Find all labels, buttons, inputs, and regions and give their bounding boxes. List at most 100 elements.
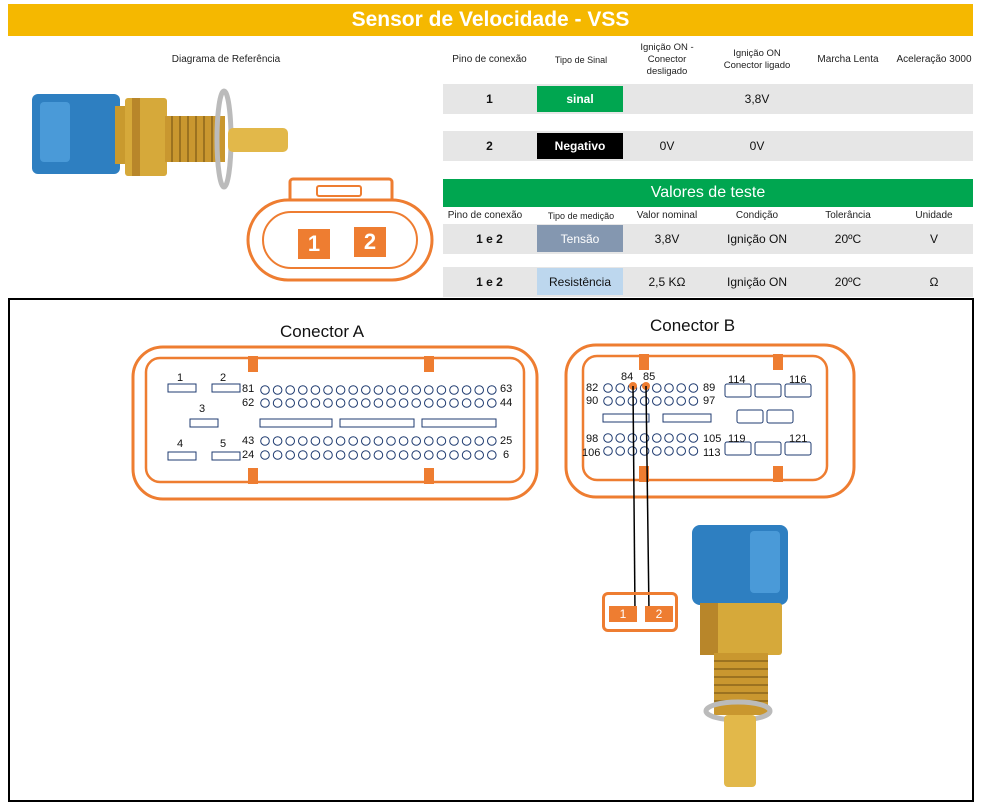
pinout-frame — [8, 298, 974, 802]
connector-a-pin-hole — [310, 436, 321, 446]
connector-a-pin-hole — [386, 450, 396, 460]
test1-cond: Ignição ON — [726, 232, 788, 246]
connector-b-pin-hole — [615, 446, 626, 456]
connector-b-pin-hole — [639, 446, 650, 456]
connector-a-pin-hole — [487, 398, 497, 408]
connector-a-pin-hole — [461, 385, 472, 395]
connector-b-pin-hole — [664, 433, 674, 443]
connector-a-pin-hole — [361, 398, 371, 408]
connector-b-pin-hole — [652, 383, 662, 393]
connector-a-pin-hole — [272, 385, 283, 395]
connector-a-pin-hole — [424, 385, 434, 395]
conn-a-num-63: 63 — [500, 383, 513, 395]
sensor-pin-1: 1 — [298, 229, 330, 259]
connector-a-pin-hole — [398, 385, 409, 395]
col-header-ign-on: Ignição ON Conector ligado — [723, 48, 791, 71]
connector-b-pin-hole — [639, 433, 650, 443]
connector-a-pin-hole — [348, 398, 358, 408]
connector-a-pin-hole — [411, 398, 422, 408]
connector-a-pin-hole — [298, 385, 308, 395]
connector-a-pin-hole — [335, 385, 346, 395]
test-header-cond: Condição — [735, 210, 779, 221]
conn-a-pin-4: 4 — [177, 438, 184, 450]
col-header-ign-off: Ignição ON - Conector desligado — [640, 42, 694, 77]
connector-b-pin-hole — [615, 383, 626, 393]
test-values-title: Valores de teste — [443, 179, 973, 207]
connector-a-pin-hole — [487, 385, 497, 395]
connector-a-pin-hole — [424, 436, 434, 446]
connector-a-pin-hole — [461, 450, 472, 460]
row2-accel — [895, 131, 973, 161]
test1-pin: 1 e 2 — [476, 232, 503, 246]
col-header-accel: Aceleração 3000 — [896, 54, 972, 65]
row1-on: 3,8V — [744, 92, 770, 106]
connector-a-pin-hole — [310, 385, 321, 395]
connector-b-pin-hole — [603, 396, 613, 406]
connector-a-pin-hole — [449, 436, 459, 446]
conn-b-num-105: 105 — [703, 433, 722, 445]
conn-a-num-24: 24 — [242, 449, 255, 461]
table-row — [443, 267, 973, 297]
test2-pin: 1 e 2 — [476, 275, 503, 289]
connector-b-pin-hole — [603, 383, 613, 393]
wire-connector-box — [602, 592, 678, 632]
connector-a-pin-hole — [398, 398, 409, 408]
conn-a-num-62: 62 — [242, 397, 255, 409]
conn-a-pin-5: 5 — [220, 438, 227, 450]
col-header-signal-type: Tipo de Sinal — [554, 55, 608, 65]
connector-a-diagram — [131, 345, 539, 501]
connector-a-pin-hole — [348, 436, 358, 446]
conn-a-num-6: 6 — [503, 449, 510, 461]
connector-b-pin-hole — [627, 433, 638, 443]
connector-a-pin-hole — [260, 398, 270, 408]
sensor-illustration-vertical — [692, 525, 788, 787]
row1-idle — [806, 84, 890, 114]
conn-b-num-119: 119 — [728, 433, 746, 445]
connector-b-pin-hole — [652, 433, 662, 443]
connector-b-pin-hole — [676, 396, 686, 406]
connector-a-pin-hole — [310, 450, 321, 460]
connector-b-pin-hole — [676, 446, 686, 456]
connector-a-pin-hole — [260, 436, 270, 446]
connector-a-pin-hole — [348, 385, 358, 395]
connector-a-pin-hole — [272, 436, 283, 446]
connector-b-pin-hole — [615, 396, 626, 406]
connector-a-pin-hole — [373, 385, 384, 395]
conn-b-num-116: 116 — [789, 374, 807, 386]
connector-b-pin-hole — [664, 396, 674, 406]
row2-off: 0V — [659, 139, 675, 153]
test-header-pin: Pino de conexão — [447, 210, 523, 221]
reference-diagram: 1 2 — [10, 84, 442, 298]
connector-a-pin-hole — [272, 398, 283, 408]
connector-a-pin-hole — [285, 450, 295, 460]
connector-a-pin-hole — [449, 385, 459, 395]
conn-a-num-43: 43 — [242, 435, 255, 447]
wiring-lines — [629, 382, 650, 613]
col-header-idle: Marcha Lenta — [817, 54, 879, 65]
connector-a-pin-hole — [298, 436, 308, 446]
connector-a-pin-hole — [285, 385, 295, 395]
connector-a-pin-hole — [323, 436, 333, 446]
conn-a-pin-1: 1 — [177, 372, 184, 384]
connector-a-pin-hole — [323, 450, 333, 460]
connector-a-pin-hole — [386, 398, 396, 408]
test2-type: Resistência — [537, 268, 623, 295]
connector-b-pin-hole — [627, 446, 638, 456]
connector-a-label: Conector A — [280, 322, 365, 341]
test2-tol: 20ºC — [834, 275, 862, 289]
page-title: Sensor de Velocidade - VSS — [8, 4, 973, 36]
connector-b-pin-hole — [676, 383, 686, 393]
connector-a-pin-hole — [373, 398, 384, 408]
connector-b-pin-hole — [688, 383, 699, 393]
test-header-tol: Tolerância — [825, 210, 871, 221]
test1-value: 3,8V — [654, 232, 680, 246]
conn-b-num-98: 98 — [586, 433, 599, 445]
connector-a-pin-hole — [260, 450, 270, 460]
conn-b-num-90: 90 — [586, 395, 599, 407]
connector-a-pin-hole — [436, 385, 447, 395]
connector-a-pin-hole — [436, 450, 447, 460]
connector-a-pin-hole — [424, 398, 434, 408]
conn-b-num-97: 97 — [703, 395, 716, 407]
test2-cond: Ignição ON — [726, 275, 788, 289]
connector-a-pin-hole — [424, 450, 434, 460]
